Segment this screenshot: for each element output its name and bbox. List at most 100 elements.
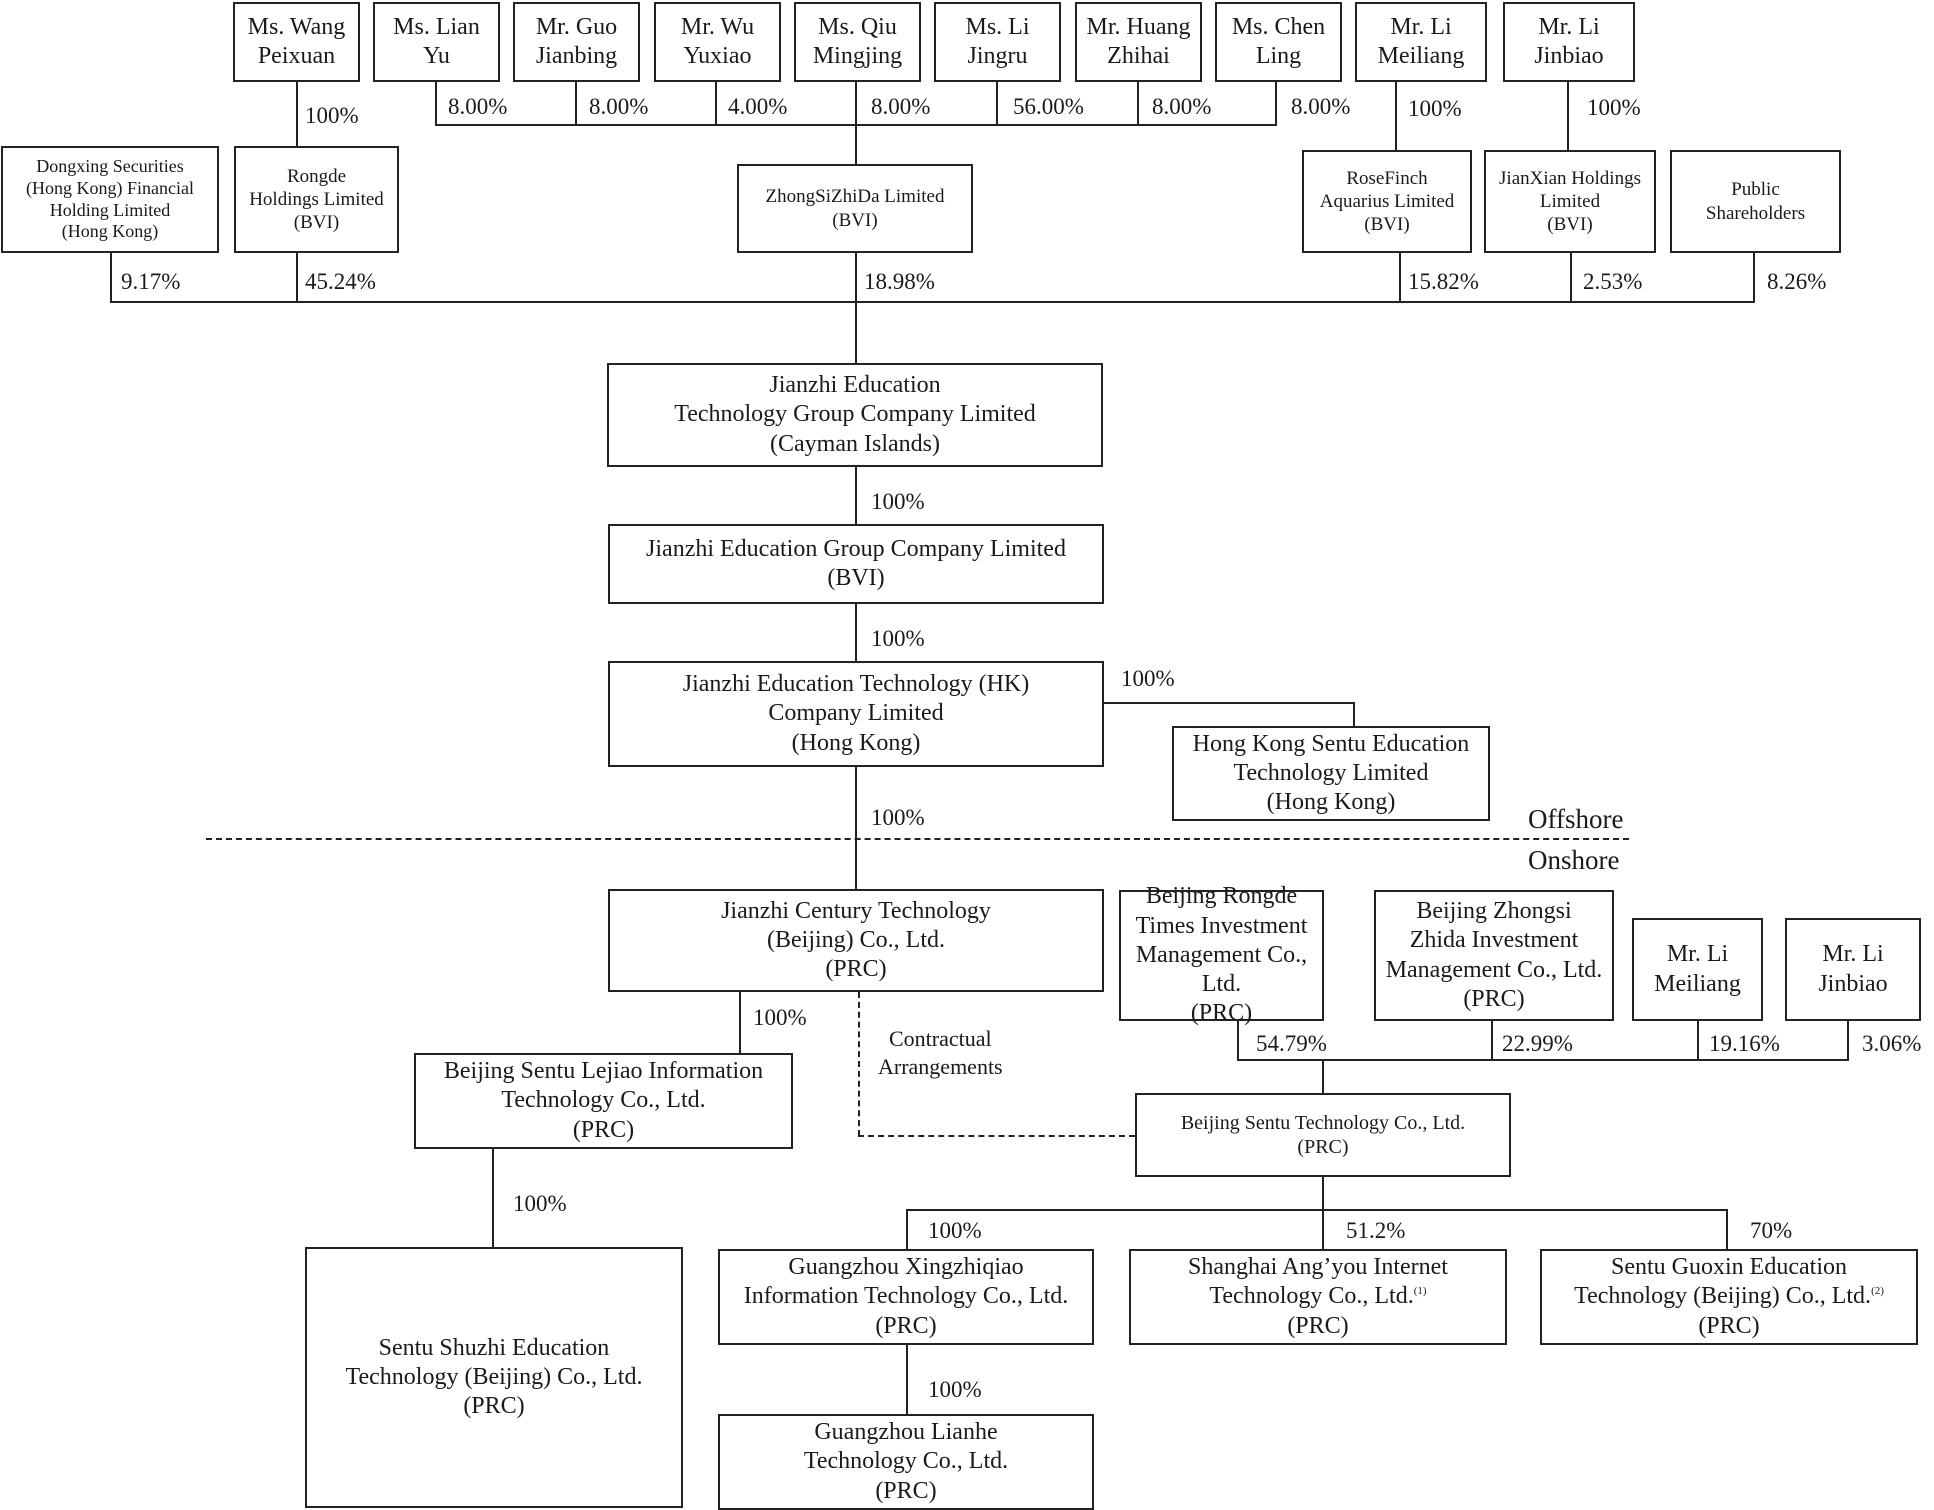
entity-region: (PRC) xyxy=(1287,1312,1349,1339)
entity-name: JianXian Holdings Limited (BVI) xyxy=(1499,167,1641,236)
connector xyxy=(1399,253,1401,303)
connector xyxy=(1570,253,1572,303)
entity-sentu-lejiao: Beijing Sentu Lejiao Information Technol… xyxy=(414,1053,793,1149)
ownership-percentage: 15.82% xyxy=(1408,269,1479,294)
ownership-percentage: 100% xyxy=(513,1191,567,1216)
connector xyxy=(1102,702,1355,704)
connector xyxy=(855,467,857,524)
ownership-percentage: 100% xyxy=(871,805,925,830)
connector xyxy=(110,301,1755,303)
footnote-marker: (1) xyxy=(1413,1285,1427,1298)
connector xyxy=(1237,1059,1849,1061)
entity-name: Sentu Guoxin Education Technology (Beiji… xyxy=(1574,1253,1884,1341)
ownership-percentage: 100% xyxy=(928,1218,982,1243)
shareholder-name: Ms. Wang Peixuan xyxy=(247,13,346,69)
contractual-arrangement-line xyxy=(858,1135,1135,1137)
connector xyxy=(1491,1021,1493,1061)
ownership-percentage: 100% xyxy=(1408,96,1462,121)
entity-name: Jianzhi Century Technology (Beijing) Co.… xyxy=(721,897,991,983)
connector xyxy=(435,124,1277,126)
ownership-percentage: 54.79% xyxy=(1256,1031,1327,1056)
ownership-percentage: 8.00% xyxy=(1291,94,1351,119)
shareholder-wang-peixuan: Ms. Wang Peixuan xyxy=(233,2,360,82)
ownership-percentage: 100% xyxy=(753,1005,807,1030)
entity-name-text: Shanghai Ang’you Internet Technology Co.… xyxy=(1188,1254,1448,1310)
entity-name: Beijing Zhongsi Zhida Investment Managem… xyxy=(1385,897,1603,1012)
entity-name: Guangzhou Xingzhiqiao Information Techno… xyxy=(743,1254,1069,1339)
ownership-percentage: 8.00% xyxy=(1152,94,1212,119)
ownership-percentage: 70% xyxy=(1750,1218,1793,1243)
entity-sentu-shuzhi: Sentu Shuzhi Education Technology (Beiji… xyxy=(305,1247,683,1508)
entity-rongde-holdings: Rongde Holdings Limited (BVI) xyxy=(234,146,399,253)
connector xyxy=(110,253,112,303)
ownership-percentage: 22.99% xyxy=(1502,1031,1573,1056)
ownership-percentage: 51.2% xyxy=(1346,1218,1406,1243)
connector xyxy=(906,1345,908,1414)
shareholder-huang-zhihai: Mr. Huang Zhihai xyxy=(1075,2,1202,82)
connector xyxy=(1322,1209,1324,1249)
connector xyxy=(1753,253,1755,303)
ownership-percentage: 9.17% xyxy=(121,269,181,294)
entity-shanghai-angyou: Shanghai Ang’you Internet Technology Co.… xyxy=(1129,1249,1507,1345)
connector xyxy=(1237,1021,1239,1061)
entity-name: Jianzhi Education Technology Group Compa… xyxy=(674,372,1036,457)
ownership-percentage: 45.24% xyxy=(305,269,376,294)
connector xyxy=(1353,702,1355,726)
entity-name: RoseFinch Aquarius Limited (BVI) xyxy=(1319,167,1455,236)
entity-jianzhi-hk: Jianzhi Education Technology (HK) Compan… xyxy=(608,661,1104,767)
shareholder-guo-jianbing: Mr. Guo Jianbing xyxy=(513,2,640,82)
entity-name: Sentu Shuzhi Education Technology (Beiji… xyxy=(345,1334,643,1420)
ownership-percentage: 56.00% xyxy=(1013,94,1084,119)
entity-jianzhi-bvi: Jianzhi Education Group Company Limited … xyxy=(608,524,1104,604)
ownership-percentage: 8.26% xyxy=(1767,269,1827,294)
entity-rosefinch-aquarius: RoseFinch Aquarius Limited (BVI) xyxy=(1302,150,1472,253)
entity-hk-sentu: Hong Kong Sentu Education Technology Lim… xyxy=(1172,726,1490,821)
entity-region: (PRC) xyxy=(1698,1312,1760,1339)
shareholder-li-jinbiao: Mr. Li Jinbiao xyxy=(1503,2,1635,82)
shareholder-qiu-mingjing: Ms. Qiu Mingjing xyxy=(794,2,921,82)
connector xyxy=(1322,1177,1324,1211)
entity-zhongsizhida: ZhongSiZhiDa Limited (BVI) xyxy=(737,164,973,253)
ownership-percentage: 8.00% xyxy=(448,94,508,119)
onshore-label: Onshore xyxy=(1528,845,1620,875)
shareholder-li-meiliang: Mr. Li Meiliang xyxy=(1355,2,1487,82)
shareholder-name: Mr. Wu Yuxiao xyxy=(680,13,755,69)
contractual-arrangements-label: Contractual Arrangements xyxy=(878,1026,1003,1079)
shareholder-name: Mr. Li Meiliang xyxy=(1654,941,1741,997)
connector xyxy=(855,604,857,661)
entity-sentu-guoxin: Sentu Guoxin Education Technology (Beiji… xyxy=(1540,1249,1918,1345)
connector xyxy=(1137,82,1139,126)
ownership-percentage: 100% xyxy=(1587,95,1641,120)
ownership-percentage: 4.00% xyxy=(728,94,788,119)
entity-name: Public Shareholders xyxy=(1705,179,1806,224)
shareholder-li-jinbiao-onshore: Mr. Li Jinbiao xyxy=(1785,918,1921,1021)
ownership-percentage: 100% xyxy=(871,626,925,651)
connector xyxy=(855,253,857,363)
connector xyxy=(855,82,857,164)
shareholder-li-meiliang-onshore: Mr. Li Meiliang xyxy=(1632,918,1763,1021)
entity-beijing-zhongsi-zhida: Beijing Zhongsi Zhida Investment Managem… xyxy=(1374,890,1614,1021)
shareholder-wu-yuxiao: Mr. Wu Yuxiao xyxy=(654,2,781,82)
shareholder-name: Ms. Chen Ling xyxy=(1231,13,1326,69)
entity-guangzhou-xingzhiqiao: Guangzhou Xingzhiqiao Information Techno… xyxy=(718,1249,1094,1345)
shareholder-name: Mr. Huang Zhihai xyxy=(1086,13,1191,69)
connector xyxy=(492,1149,494,1247)
entity-jianzhi-cayman: Jianzhi Education Technology Group Compa… xyxy=(607,363,1103,467)
ownership-percentage: 19.16% xyxy=(1709,1031,1780,1056)
entity-name: Beijing Rongde Times Investment Manageme… xyxy=(1135,883,1308,1027)
connector xyxy=(1697,1021,1699,1061)
entity-name: Beijing Sentu Lejiao Information Technol… xyxy=(443,1058,764,1143)
shareholder-lian-yu: Ms. Lian Yu xyxy=(373,2,500,82)
entity-name: Jianzhi Education Technology (HK) Compan… xyxy=(682,671,1030,756)
connector xyxy=(296,82,298,146)
shareholder-chen-ling: Ms. Chen Ling xyxy=(1215,2,1342,82)
ownership-percentage: 100% xyxy=(1121,666,1175,691)
offshore-label: Offshore xyxy=(1528,804,1624,834)
footnote-marker: (2) xyxy=(1871,1285,1884,1298)
entity-jianzhi-century: Jianzhi Century Technology (Beijing) Co.… xyxy=(608,889,1104,992)
connector xyxy=(296,253,298,303)
entity-name: Hong Kong Sentu Education Technology Lim… xyxy=(1192,730,1470,816)
shareholder-li-jingru: Ms. Li Jingru xyxy=(934,2,1061,82)
connector xyxy=(1567,82,1569,150)
